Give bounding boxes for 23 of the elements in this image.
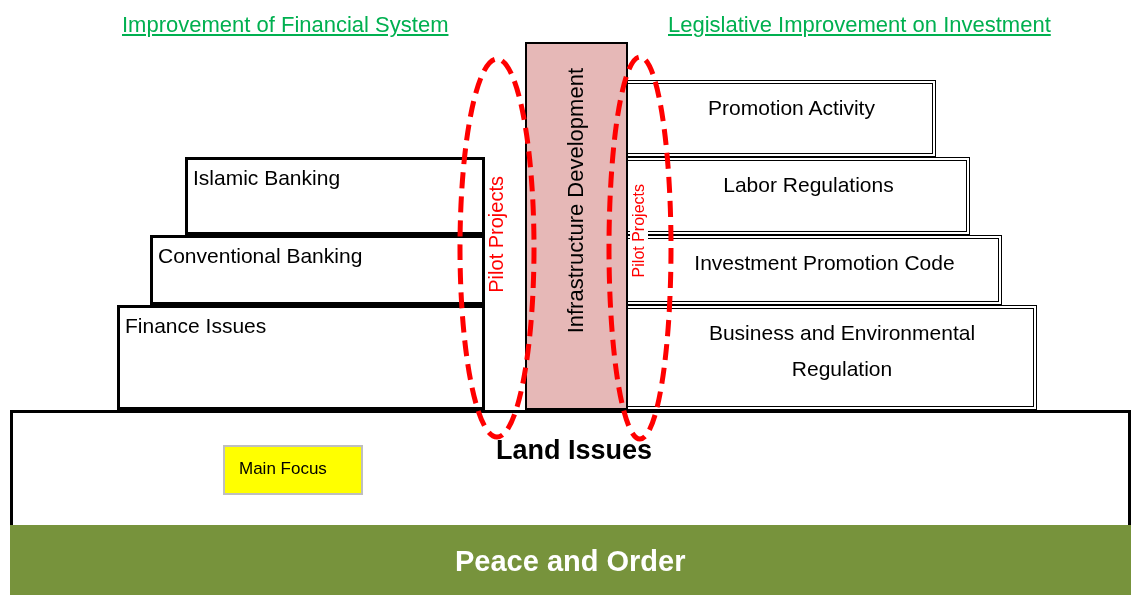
step-label: Conventional Banking: [158, 244, 363, 268]
section-heading: Improvement of Financial System: [122, 12, 449, 38]
step-label: Labor Regulations: [722, 172, 895, 198]
step-label: Promotion Activity: [707, 95, 876, 121]
pillar-label: Infrastructure Development: [563, 68, 589, 334]
section-heading: Legislative Improvement on Investment: [668, 12, 1051, 38]
pillar-box: [525, 42, 628, 410]
step-label: Islamic Banking: [193, 166, 341, 190]
band-label: Peace and Order: [455, 545, 686, 578]
foundation-band: [10, 525, 1131, 595]
step-box: [150, 235, 485, 305]
step-label: Finance Issues: [125, 314, 267, 338]
step-box: [627, 305, 1037, 410]
step-box: [117, 305, 485, 410]
base-label: Land Issues: [496, 435, 653, 466]
step-box: [185, 157, 485, 235]
step-box: [627, 80, 936, 157]
focus-box: [223, 445, 363, 495]
ellipse-label: Pilot Projects: [485, 176, 508, 293]
focus-label: Main Focus: [239, 459, 327, 479]
step-label: Investment Promotion Code: [693, 250, 956, 276]
step-label: Business and Environmental Regulation: [707, 320, 977, 382]
ellipse-label: Pilot Projects: [630, 184, 649, 278]
